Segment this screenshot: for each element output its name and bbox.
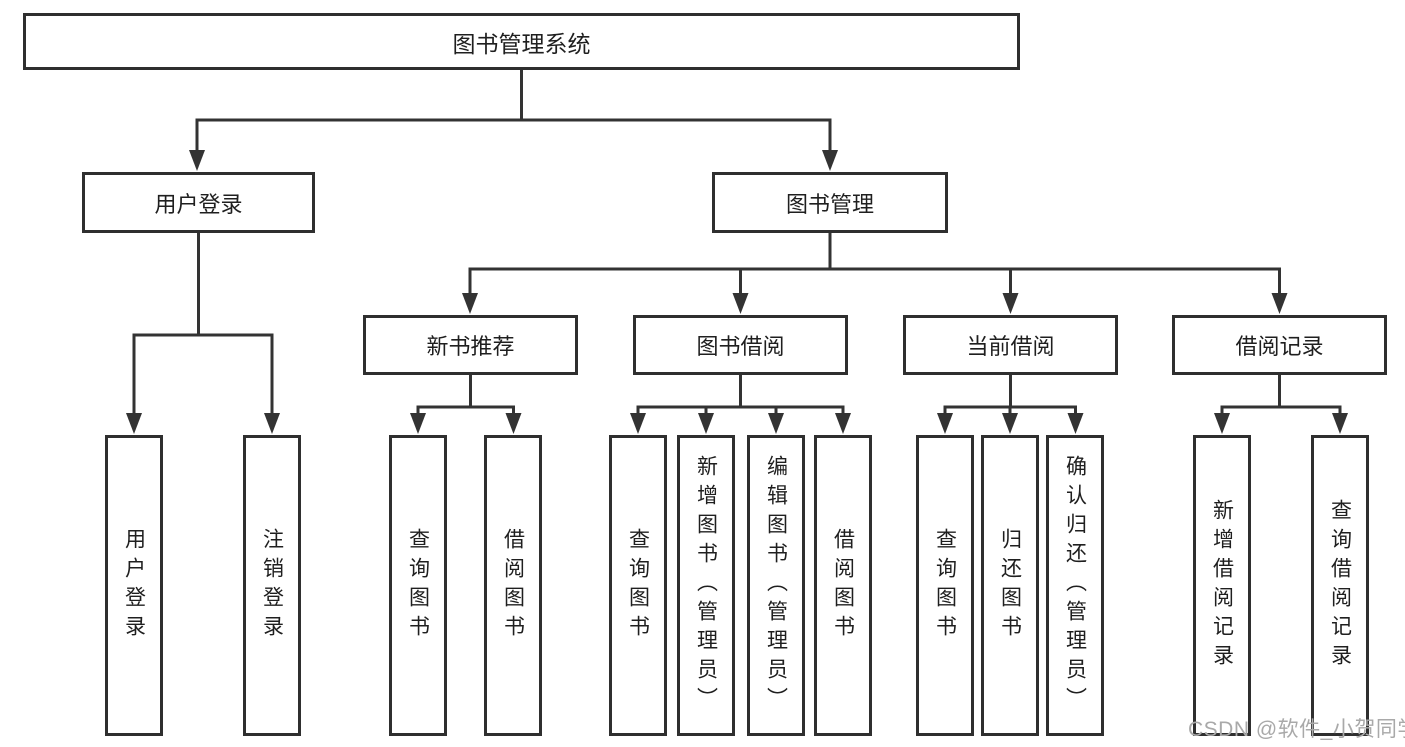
arrow-down-icon [505,413,522,434]
leaf-logout: 注销登录 [243,435,301,736]
arrow-down-icon [462,293,478,314]
csdn-watermark: CSDN @软件_小贺同学 [1188,718,1405,741]
arrowheads [126,150,1348,434]
node-library-management-system: 图书管理系统 [23,13,1020,70]
arrow-down-icon [410,413,426,434]
arrow-down-icon [732,293,749,314]
arrow-down-icon [1067,413,1084,434]
leaf-user-login: 用户登录 [105,435,163,736]
node-borrowing-records: 借阅记录 [1172,315,1387,375]
node-current-borrowing: 当前借阅 [903,315,1118,375]
node-new-book-recommendation: 新书推荐 [363,315,578,375]
leaf-add-borrow-record: 新增借阅记录 [1193,435,1251,736]
leaf-return-books: 归还图书 [981,435,1039,736]
arrow-down-icon [1271,293,1288,314]
node-book-management: 图书管理 [712,172,948,233]
leaf-current-query-books: 查询图书 [916,435,974,736]
leaf-borrowing-query-books: 查询图书 [609,435,667,736]
arrow-down-icon [630,413,646,434]
leaf-add-books-admin: 新增图书（管理员） [677,435,735,736]
arrow-down-icon [768,413,784,434]
leaf-borrow-books: 借阅图书 [814,435,872,736]
arrow-down-icon [822,150,838,171]
arrow-down-icon [937,413,953,434]
connector-lines [132,68,1342,418]
leaf-query-borrow-record: 查询借阅记录 [1311,435,1369,736]
arrow-down-icon [189,150,205,171]
leaf-recommend-borrow-books: 借阅图书 [484,435,542,736]
node-book-borrowing: 图书借阅 [633,315,848,375]
arrow-down-icon [835,413,851,434]
arrow-down-icon [698,413,714,434]
node-user-login: 用户登录 [82,172,315,233]
leaf-confirm-return-admin: 确认归还（管理员） [1046,435,1104,736]
arrow-down-icon [1332,413,1348,434]
leaf-recommend-query-books: 查询图书 [389,435,447,736]
arrow-down-icon [1214,413,1230,434]
arrow-down-icon [264,413,280,434]
arrow-down-icon [1002,413,1018,434]
arrow-down-icon [126,413,142,434]
arrow-down-icon [1002,293,1019,314]
leaf-edit-books-admin: 编辑图书（管理员） [747,435,805,736]
